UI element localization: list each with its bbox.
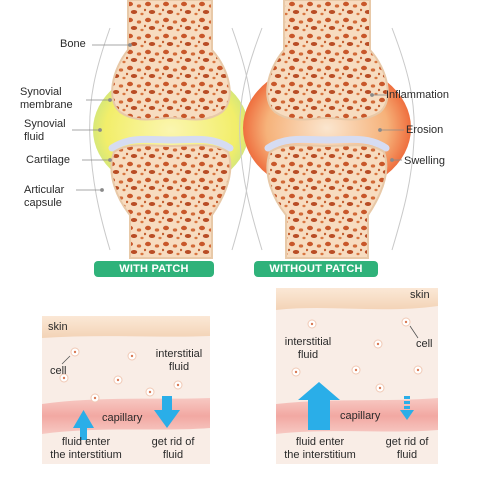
- label-synovial-membrane: Synovial membrane: [20, 86, 73, 111]
- left-articular-capsule: [89, 27, 111, 251]
- label-swelling: Swelling: [404, 155, 445, 167]
- label-synovial-fluid: Synovial fluid: [24, 118, 66, 143]
- left-panel-cell-label: cell: [50, 365, 67, 377]
- right-joint: [239, 0, 415, 259]
- label-articular-capsule: Articular capsule: [24, 184, 65, 209]
- right-upper-bone: [266, 0, 389, 121]
- label-cartilage: Cartilage: [26, 154, 71, 166]
- left-upper-bone: [111, 0, 231, 121]
- left-panel-capillary-label: capillary: [102, 412, 143, 424]
- left-panel-fluid-enter-label: fluid enter the interstitium: [50, 436, 122, 461]
- right-small-down-arrow-icon: [400, 396, 414, 420]
- right-panel-interstitial-fluid-label: interstitial fluid: [284, 336, 332, 361]
- left-up-arrow-icon: [73, 410, 94, 440]
- left-lower-bone: [110, 144, 232, 259]
- label-inflammation: Inflammation: [386, 89, 449, 101]
- left-cartilage: [108, 135, 234, 152]
- badge-without-patch: WITHOUT PATCH: [254, 261, 378, 277]
- left-fluid-panel: [42, 316, 210, 464]
- left-panel-get-rid-label: get rid of fluid: [151, 436, 195, 461]
- right-skin-layer: [276, 288, 438, 310]
- right-panel-cell-label: cell: [416, 338, 433, 350]
- right-lower-bone: [266, 144, 388, 259]
- right-panel-get-rid-label: get rid of fluid: [385, 436, 429, 461]
- label-bone: Bone: [60, 38, 86, 50]
- right-cartilage: [264, 135, 390, 152]
- left-joint: [72, 0, 253, 259]
- right-panel-fluid-enter-label: fluid enter the interstitium: [284, 436, 356, 461]
- right-fluid-panel: [276, 288, 438, 464]
- right-panel-skin-label: skin: [410, 289, 430, 301]
- left-panel-skin-label: skin: [48, 321, 68, 333]
- left-panel-interstitial-fluid-label: interstitial fluid: [155, 348, 203, 373]
- right-panel-capillary-label: capillary: [340, 410, 381, 422]
- right-articular-capsule: [239, 27, 263, 251]
- left-skin-layer: [42, 316, 210, 338]
- left-down-arrow-icon: [154, 396, 180, 428]
- right-large-up-arrow-icon: [298, 382, 340, 430]
- label-erosion: Erosion: [406, 124, 444, 136]
- badge-with-patch: WITH PATCH: [94, 261, 214, 277]
